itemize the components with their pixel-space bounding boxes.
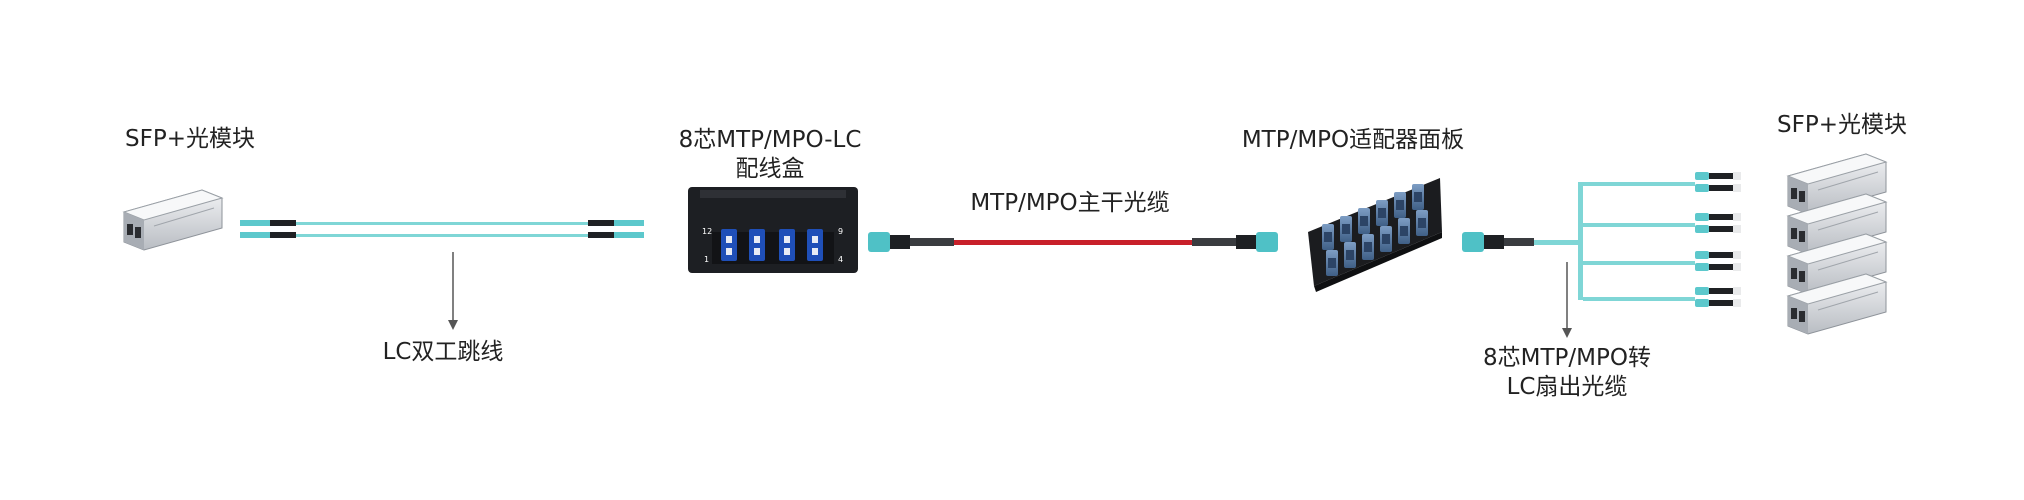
port-label-12: 12 xyxy=(702,227,712,236)
label-trunk-cable: MTP/MPO主干光缆 xyxy=(970,190,1170,216)
lc-duplex-patch-cord xyxy=(240,220,644,238)
mtp-lc-cassette: 12 1 9 4 xyxy=(688,187,858,273)
label-cassette-line1: 8芯MTP/MPO-LC xyxy=(678,127,862,153)
arrow-lc-patch xyxy=(448,252,458,330)
label-sfp-left: SFP+光模块 xyxy=(125,126,255,152)
label-adapter-panel: MTP/MPO适配器面板 xyxy=(1241,127,1465,153)
mtp-trunk-cable xyxy=(868,232,1278,252)
port-label-4: 4 xyxy=(838,255,843,264)
arrow-fanout xyxy=(1562,262,1572,338)
label-fanout-line2: LC扇出光缆 xyxy=(1506,374,1628,400)
label-sfp-right: SFP+光模块 xyxy=(1777,112,1907,138)
mtp-lc-fanout-cable xyxy=(1462,172,1741,307)
label-cassette-line2: 配线盒 xyxy=(735,156,805,182)
label-lc-duplex-patch: LC双工跳线 xyxy=(382,339,504,365)
mtp-adapter-panel xyxy=(1308,178,1442,292)
label-fanout-line1: 8芯MTP/MPO转 xyxy=(1483,345,1651,371)
sfp-module-left xyxy=(123,189,223,251)
port-label-9: 9 xyxy=(838,227,843,236)
port-label-1: 1 xyxy=(704,255,709,264)
